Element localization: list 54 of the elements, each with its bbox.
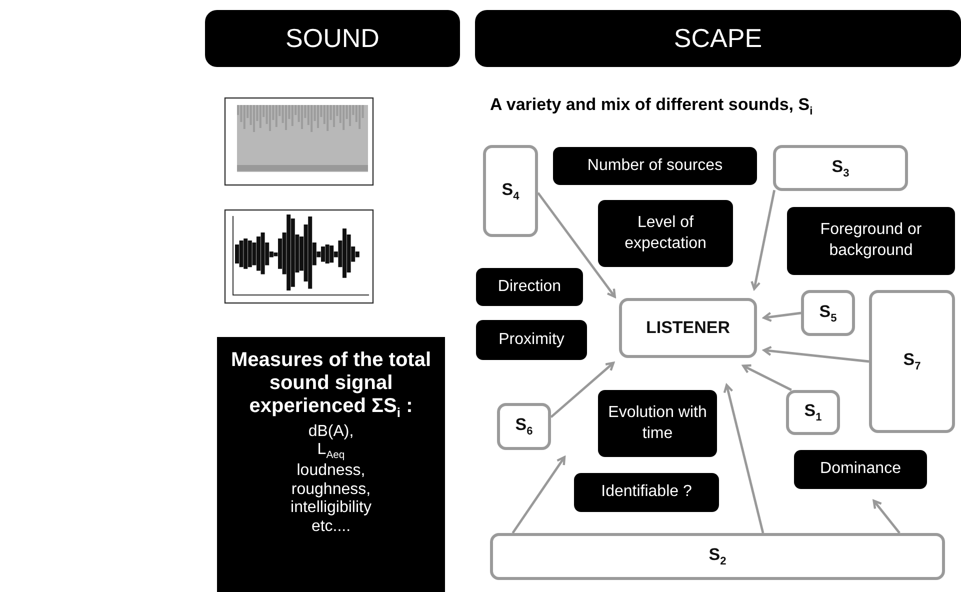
sound-source-box xyxy=(483,145,538,237)
box-label: LISTENER xyxy=(646,318,730,338)
box-label: S$_{4}$ xyxy=(502,180,520,202)
measure-item: dB(A), xyxy=(308,422,354,442)
sound-source-box xyxy=(786,390,840,435)
box-label: S$_{5}$ xyxy=(819,302,837,324)
arrow xyxy=(723,384,764,534)
box-label: SOUND xyxy=(286,23,380,54)
attribute-box xyxy=(598,200,733,267)
attribute-box xyxy=(574,473,719,512)
box-label: Level of expectation xyxy=(624,212,708,254)
box-label: Evolution with time xyxy=(607,402,708,444)
sound-source-box xyxy=(490,533,945,580)
arrow xyxy=(742,364,792,392)
arrow xyxy=(762,346,870,363)
box-label: Dominance xyxy=(820,459,901,480)
sound-source-box xyxy=(869,290,955,433)
section-header xyxy=(205,10,460,67)
box-label: Number of sources xyxy=(587,156,723,176)
panel-heading: Measures of the total sound signal experienced ΣS$_{i}$ : xyxy=(230,349,432,421)
attribute-box xyxy=(794,450,927,489)
sound-source-box xyxy=(497,403,551,450)
box-label: S$_{2}$ xyxy=(708,545,726,568)
attribute-box xyxy=(476,320,587,360)
attribute-box xyxy=(476,268,583,306)
attribute-box xyxy=(787,207,955,275)
attribute-box xyxy=(598,390,717,457)
box-label: S$_{1}$ xyxy=(804,401,822,424)
box-label: S$_{6}$ xyxy=(515,415,533,438)
box-label: Identifiable ? xyxy=(601,482,692,502)
arrow xyxy=(872,500,900,534)
box-label: Proximity xyxy=(498,330,564,350)
sound-source-box xyxy=(801,290,855,336)
arrow xyxy=(512,456,566,534)
measure-item: roughness, xyxy=(291,480,371,500)
sound-source-box xyxy=(773,145,908,191)
box-label: S$_{7}$ xyxy=(903,350,921,373)
section-subtitle: A variety and mix of different sounds, S$_{i}$ xyxy=(490,95,814,118)
arrow xyxy=(750,190,776,290)
box-label: S$_{3}$ xyxy=(832,156,850,180)
section-header xyxy=(475,10,961,67)
measures-panel xyxy=(217,337,445,592)
measure-item: loudness, xyxy=(296,462,366,481)
box-label: Direction xyxy=(498,276,562,297)
attribute-box xyxy=(553,147,757,185)
measure-item: etc.... xyxy=(311,518,351,536)
arrow xyxy=(762,312,802,322)
arrow xyxy=(550,362,615,418)
measure-item: L$_{Aeq}$ xyxy=(317,441,345,462)
box-label: Foreground or background xyxy=(819,220,923,261)
box-label: SCAPE xyxy=(674,23,762,54)
sound-source-box xyxy=(619,298,757,358)
measure-item: intelligibility xyxy=(290,499,372,518)
arrow xyxy=(537,192,616,298)
